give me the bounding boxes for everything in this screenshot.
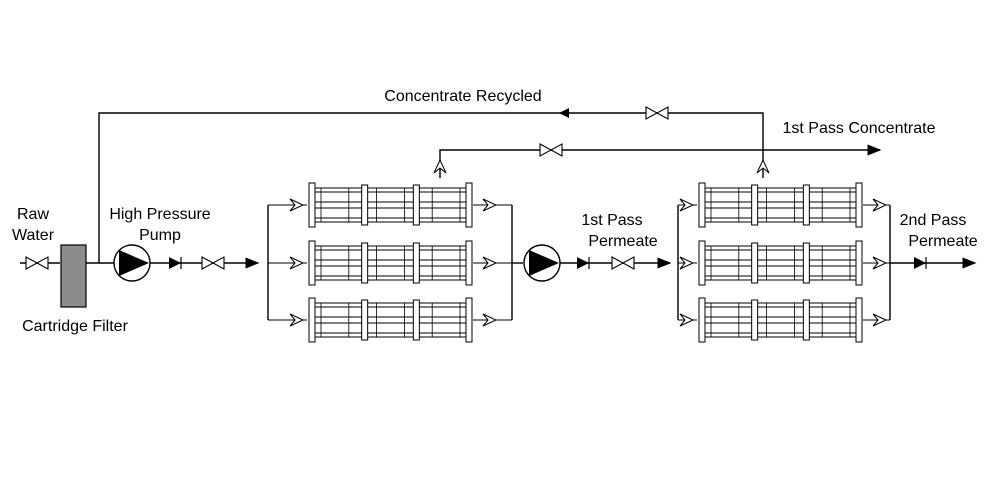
first-pass-permeate-label: Permeate <box>588 233 657 250</box>
raw-water-label: Water <box>12 227 55 244</box>
high-pressure-pump-label: High Pressure <box>109 206 210 223</box>
flow-arrow-icon <box>872 198 888 212</box>
flow-arrow-icon <box>679 256 695 270</box>
pump-icon <box>523 244 561 282</box>
high-pressure-pump-label: Pump <box>139 227 181 244</box>
cartridge-filter <box>60 244 87 308</box>
membrane-vessel <box>308 297 473 343</box>
check-valve-icon <box>914 257 927 269</box>
valve-icon <box>645 106 669 120</box>
flow-arrow-icon <box>289 198 305 212</box>
valve-icon <box>201 256 225 270</box>
raw-water-label: Raw <box>17 206 49 223</box>
cartridge-filter-label: Cartridge Filter <box>22 318 128 335</box>
flow-arrow-icon <box>289 256 305 270</box>
valve-icon <box>539 143 563 157</box>
second-pass-permeate-label: Permeate <box>908 233 977 250</box>
membrane-vessel <box>698 182 863 228</box>
flow-arrow-icon <box>433 158 447 174</box>
concentrate-recycle-pipe <box>98 108 764 263</box>
first-pass-concentrate-pipe <box>439 144 882 178</box>
membrane-vessel <box>698 297 863 343</box>
second-pass-permeate-label: 2nd Pass <box>900 212 967 229</box>
flow-arrow-icon <box>679 198 695 212</box>
check-valve-icon <box>577 257 590 269</box>
first-pass-permeate-label: 1st Pass <box>581 212 642 229</box>
valve-icon <box>25 256 49 270</box>
concentrate-recycled-label: Concentrate Recycled <box>384 88 541 105</box>
pump-icon <box>113 244 151 282</box>
flow-arrow-icon <box>289 313 305 327</box>
flow-arrow-icon <box>482 256 498 270</box>
flow-arrow-icon <box>482 313 498 327</box>
membrane-vessel <box>698 240 863 286</box>
membrane-vessel <box>308 182 473 228</box>
valve-icon <box>611 256 635 270</box>
flow-arrow-icon <box>482 198 498 212</box>
flow-arrow-icon <box>756 158 770 174</box>
flow-arrow-icon <box>679 313 695 327</box>
check-valve-icon <box>169 257 182 269</box>
membrane-vessel <box>308 240 473 286</box>
flow-arrow-icon <box>872 313 888 327</box>
first-pass-concentrate-label: 1st Pass Concentrate <box>783 120 936 137</box>
flow-arrow-icon <box>872 256 888 270</box>
